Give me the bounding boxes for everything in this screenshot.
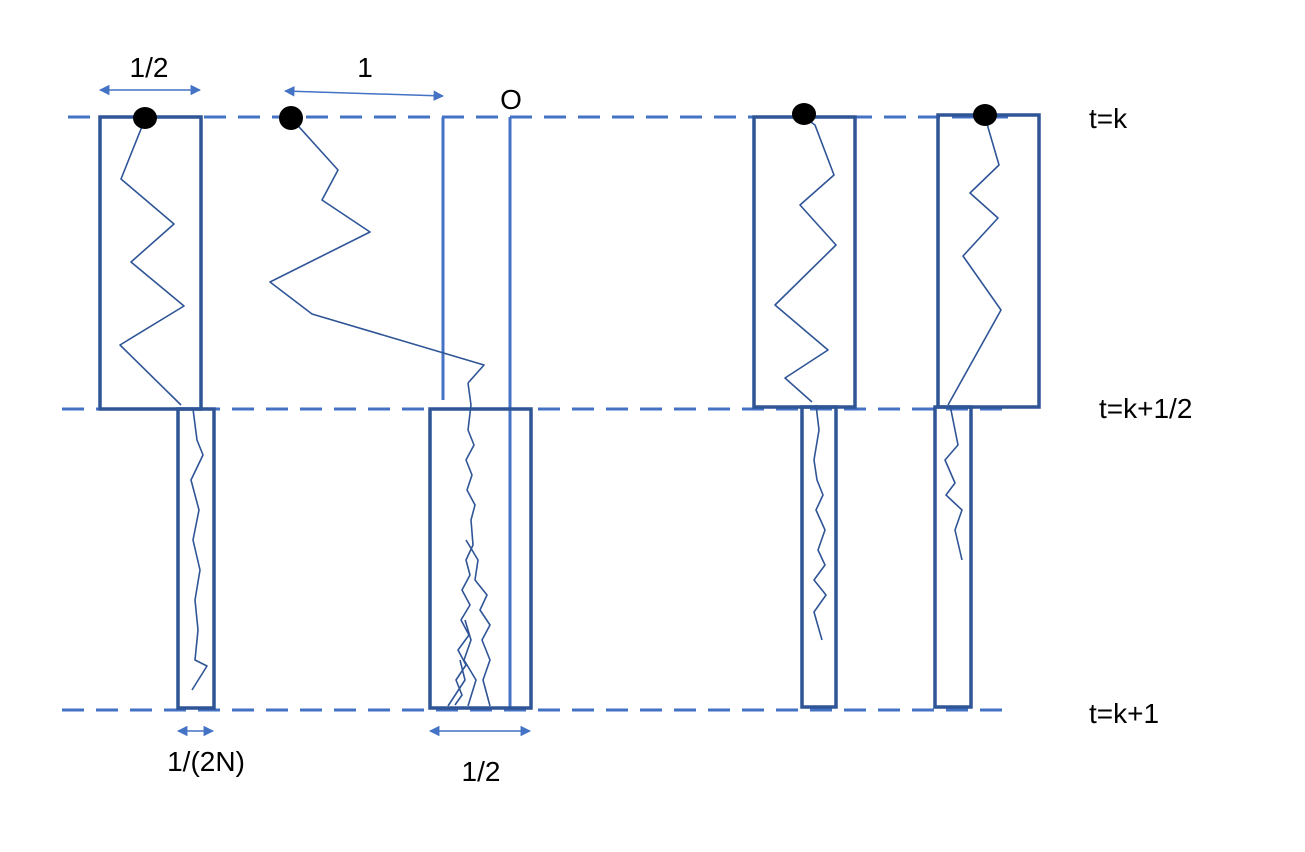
arrow-one [283, 86, 445, 101]
label-t-k-one: t=k+1 [1089, 698, 1159, 729]
box-bottom-4 [933, 405, 973, 709]
walk-path-4-top [947, 116, 1002, 406]
walk-path-2-bottom-c [463, 619, 477, 707]
box-bottom-3 [800, 405, 838, 709]
start-dot-2 [279, 106, 303, 130]
walk-path-1-bottom [190, 408, 208, 691]
random-walk-paths [119, 116, 1002, 707]
walk-path-2-bottom-b [465, 539, 491, 707]
start-dot-1 [133, 107, 157, 129]
label-origin: O [500, 84, 522, 115]
label-width-half-top: 1/2 [130, 52, 169, 83]
dimension-arrows [98, 84, 532, 737]
walk-path-2-bottom-d [447, 659, 466, 707]
label-width-small: 1/(2N) [167, 746, 245, 777]
start-dots [133, 103, 997, 130]
walk-path-3-top [774, 116, 837, 403]
walk-path-1-top [119, 118, 185, 406]
start-dot-3 [792, 103, 816, 125]
time-lines [62, 115, 1010, 712]
label-width-one: 1 [357, 52, 373, 83]
walk-path-2-top [269, 117, 485, 384]
box-top-3 [752, 115, 857, 409]
box-bottom-2 [428, 407, 533, 710]
label-t-k: t=k [1089, 103, 1128, 134]
walk-path-4-bottom [944, 404, 963, 561]
start-dot-4 [973, 104, 997, 126]
boxes [98, 113, 1041, 710]
box-bottom-1 [176, 407, 216, 710]
walk-path-3-bottom [813, 404, 827, 641]
box-top-4 [936, 113, 1041, 409]
box-top-1 [98, 115, 203, 411]
label-width-half-bottom: 1/2 [462, 756, 501, 787]
label-t-k-half: t=k+1/2 [1099, 393, 1192, 424]
origin-verticals [441, 117, 512, 708]
